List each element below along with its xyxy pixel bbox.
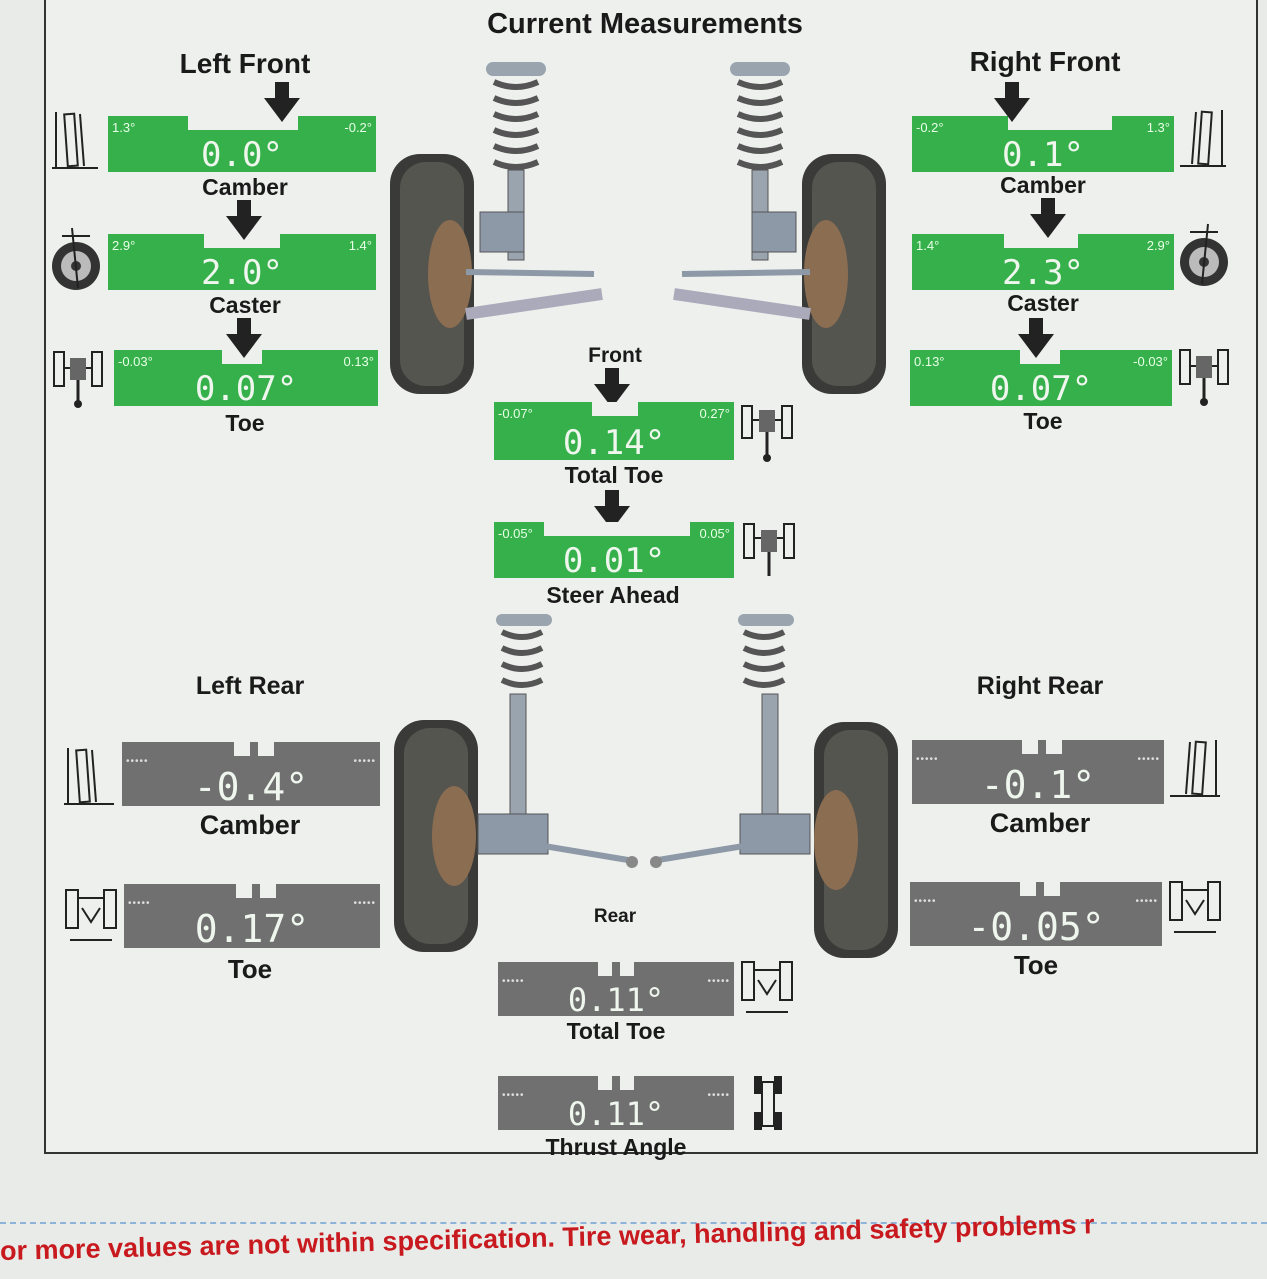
total-toe-icon <box>741 961 793 1013</box>
range-max: 2.9° <box>1146 238 1170 253</box>
steer-ahead-gauge: -0.05° 0.05° 0.01° <box>494 522 734 578</box>
range-min: -0.07° <box>498 406 533 421</box>
range-max: -0.03° <box>1133 354 1168 369</box>
arrow-down-icon <box>264 82 300 122</box>
right-front-caster-gauge: 1.4° 2.9° 2.3° <box>912 234 1174 290</box>
range-min: 1.4° <box>916 238 940 253</box>
arrow-down-icon <box>994 82 1030 122</box>
range-min: -0.05° <box>498 526 533 541</box>
thrust-angle-label: Thrust Angle <box>545 1134 687 1160</box>
right-front-toe-value: 0.07° <box>989 369 1093 406</box>
right-rear-heading: Right Rear <box>976 672 1104 700</box>
arrow-down-icon <box>1018 318 1054 358</box>
steer-ahead-label: Steer Ahead <box>546 582 680 608</box>
steer-ahead-icon <box>743 523 795 576</box>
range-min: -0.03° <box>118 354 153 369</box>
page-title: Current Measurements <box>487 8 803 40</box>
left-front-toe-label: Toe <box>225 410 265 436</box>
left-front-caster-label: Caster <box>209 292 281 318</box>
front-total-toe-value: 0.14° <box>562 423 666 460</box>
divider <box>0 1222 1267 1224</box>
front-total-toe-label: Total Toe <box>564 462 664 488</box>
toe-icon <box>1179 349 1229 406</box>
rear-heading: Rear <box>593 906 637 927</box>
caster-icon <box>1180 223 1228 286</box>
right-rear-toe-gauge: •••••••••• -0.05° <box>910 882 1162 946</box>
thrust-angle-value: 0.11° <box>567 1095 665 1130</box>
left-rear-toe-gauge: •••••••••• 0.17° <box>124 884 380 948</box>
out-of-spec-warning: or more values are not within specificat… <box>0 1209 1095 1266</box>
arrow-down-icon <box>594 490 630 530</box>
arrow-down-icon <box>226 200 262 240</box>
thrust-angle-gauge: •••••••••• 0.11° <box>498 1076 734 1130</box>
camber-icon <box>1170 740 1220 797</box>
rear-total-toe-label: Total Toe <box>566 1018 666 1044</box>
left-rear-toe-label: Toe <box>227 954 273 984</box>
right-front-camber-value: 0.1° <box>1002 135 1084 172</box>
range-max: -0.2° <box>344 120 372 135</box>
left-front-toe-value: 0.07° <box>194 369 298 406</box>
range-min: 1.3° <box>112 120 136 135</box>
range-max: 0.27° <box>699 406 730 421</box>
right-rear-camber-gauge: •••••••••• -0.1° <box>912 740 1164 804</box>
camber-icon <box>52 112 98 169</box>
left-front-toe-gauge: -0.03° 0.13° 0.07° <box>114 350 378 406</box>
right-front-heading: Right Front <box>969 46 1121 77</box>
left-rear-camber-gauge: •••••••••• -0.4° <box>122 742 380 806</box>
range-max: 0.13° <box>343 354 374 369</box>
right-front-caster-value: 2.3° <box>1002 253 1084 290</box>
left-rear-heading: Left Rear <box>195 672 305 700</box>
range-min: -0.2° <box>916 120 944 135</box>
toe-icon <box>65 889 117 941</box>
rear-total-toe-value: 0.11° <box>567 981 665 1016</box>
front-total-toe-gauge: -0.07° 0.27° 0.14° <box>494 402 734 460</box>
steer-ahead-value: 0.01° <box>562 541 666 578</box>
right-rear-toe-label: Toe <box>1013 950 1059 980</box>
arrow-down-icon <box>594 368 630 408</box>
rear-right-suspension-illustration <box>650 614 898 958</box>
left-rear-toe-value: 0.17° <box>194 907 310 948</box>
range-min: 0.13° <box>914 354 945 369</box>
camber-icon <box>1180 110 1226 167</box>
front-right-suspension-illustration <box>673 62 886 394</box>
rear-left-suspension-illustration <box>394 614 638 952</box>
toe-icon <box>1169 881 1221 933</box>
total-toe-icon <box>741 405 793 462</box>
left-front-heading: Left Front <box>179 48 311 79</box>
left-front-caster-gauge: 2.9° 1.4° 2.0° <box>108 234 376 290</box>
arrow-down-icon <box>226 318 262 358</box>
rear-total-toe-gauge: •••••••••• 0.11° <box>498 962 734 1016</box>
front-left-suspension-illustration <box>390 62 603 394</box>
right-rear-camber-value: -0.1° <box>980 763 1096 804</box>
range-max: 1.4° <box>348 238 372 253</box>
left-front-camber-value: 0.0° <box>201 135 283 172</box>
front-heading: Front <box>588 344 642 367</box>
right-rear-toe-value: -0.05° <box>967 905 1105 946</box>
right-front-toe-gauge: 0.13° -0.03° 0.07° <box>910 350 1172 406</box>
right-rear-camber-label: Camber <box>989 808 1091 838</box>
right-front-toe-label: Toe <box>1023 408 1063 434</box>
left-rear-camber-label: Camber <box>199 810 301 840</box>
left-front-camber-label: Camber <box>202 174 288 200</box>
right-front-caster-label: Caster <box>1007 290 1079 316</box>
thrust-angle-icon <box>754 1076 782 1130</box>
range-min: 2.9° <box>112 238 136 253</box>
arrow-down-icon <box>1030 198 1066 238</box>
caster-icon <box>52 227 100 290</box>
range-max: 1.3° <box>1146 120 1170 135</box>
right-front-camber-gauge: -0.2° 1.3° 0.1° <box>912 116 1174 172</box>
left-rear-camber-value: -0.4° <box>193 765 309 806</box>
toe-icon <box>53 351 103 408</box>
range-max: 0.05° <box>699 526 730 541</box>
camber-icon <box>64 748 114 805</box>
right-front-camber-label: Camber <box>1000 172 1086 198</box>
left-front-camber-gauge: 1.3° -0.2° 0.0° <box>108 116 376 172</box>
left-front-caster-value: 2.0° <box>201 253 283 290</box>
